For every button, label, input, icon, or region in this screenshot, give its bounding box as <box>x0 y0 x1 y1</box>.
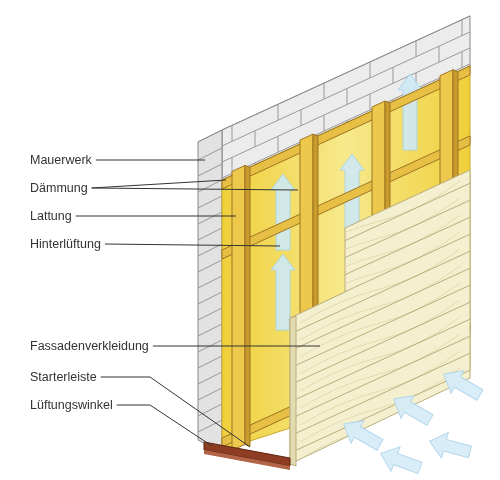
brick-joint <box>198 212 222 224</box>
brick-joint <box>198 404 222 416</box>
wood-grain <box>300 164 460 238</box>
leader-line <box>101 377 250 447</box>
siding-joint <box>290 115 470 198</box>
siding-joint <box>290 81 470 164</box>
brick-joint <box>370 94 371 110</box>
siding-joint <box>290 268 470 351</box>
batten-side <box>245 165 250 446</box>
wood-grain <box>300 147 460 221</box>
siding-joint <box>290 285 470 368</box>
brick-joint <box>198 244 222 256</box>
brick-joint <box>198 260 222 272</box>
siding-joint <box>290 166 470 249</box>
part-label: Lüftungswinkel <box>30 397 113 413</box>
siding-joint <box>290 251 470 334</box>
siding-joint <box>290 98 470 181</box>
wood-grain <box>300 368 460 442</box>
siding-joint <box>290 336 470 419</box>
brick-joint <box>198 164 222 176</box>
part-label: Dämmung <box>30 180 88 196</box>
brick-joint <box>255 131 256 147</box>
air-arrows <box>337 363 486 480</box>
part-label: Fassadenverkleidung <box>30 338 149 354</box>
brick-joint <box>278 104 279 120</box>
brick-joint <box>485 25 486 41</box>
brick-joint <box>278 136 279 152</box>
brick-joint <box>393 67 394 83</box>
leader-line <box>105 244 280 246</box>
brick-side <box>198 130 222 452</box>
leader-line <box>117 405 212 446</box>
wood-grain <box>300 79 460 153</box>
brick-joint <box>324 115 325 131</box>
siding-joint <box>290 200 470 283</box>
brick-joint <box>198 276 222 288</box>
wood-grain <box>300 351 460 425</box>
siding-joint <box>290 47 470 130</box>
siding-joint <box>290 387 470 470</box>
wood-grain <box>300 198 460 272</box>
brick-side-joints <box>198 148 222 432</box>
part-label: Lattung <box>30 208 72 224</box>
wood-grain <box>300 300 460 374</box>
siding-joint <box>290 217 470 300</box>
brick-joint <box>198 292 222 304</box>
brick-joint <box>198 308 222 320</box>
part-label: Hinterlüftung <box>30 236 101 252</box>
leader-line <box>92 188 298 190</box>
siding-joint <box>290 64 470 147</box>
brick-joint <box>324 83 325 99</box>
brick-joint <box>198 148 222 160</box>
siding-joint <box>290 149 470 232</box>
leader-line <box>96 160 205 161</box>
siding-joint <box>290 353 470 436</box>
brick-joint <box>301 110 302 126</box>
wood-grain <box>300 62 460 136</box>
cladding-edge <box>290 316 296 466</box>
brick-joint <box>416 41 417 57</box>
brick-joint <box>462 20 463 36</box>
siding-joint <box>290 234 470 317</box>
brick-joint <box>485 57 486 73</box>
brick-joint <box>198 228 222 240</box>
leader-line <box>92 180 226 188</box>
wood-grain <box>300 215 460 289</box>
brick-joint <box>347 89 348 105</box>
siding-joint <box>290 319 470 402</box>
wood-grain <box>300 249 460 323</box>
wood-grain <box>300 317 460 391</box>
wood-grain <box>300 232 460 306</box>
leader-line <box>153 346 320 347</box>
siding-joint <box>290 132 470 215</box>
ventilation-angle <box>204 450 290 470</box>
part-label: Starterleiste <box>30 369 97 385</box>
siding-joint <box>290 302 470 385</box>
wood-grain <box>300 96 460 170</box>
leader-line <box>76 216 236 217</box>
wood-grain <box>300 130 460 204</box>
brick-joint <box>232 125 233 141</box>
brick-joint <box>198 356 222 368</box>
part-label: Mauerwerk <box>30 152 92 168</box>
wood-grain <box>300 283 460 357</box>
facade-cladding <box>290 170 470 464</box>
brick-joint <box>198 372 222 384</box>
brick-joint <box>198 196 222 208</box>
brick-joint <box>198 324 222 336</box>
brick-joint <box>370 62 371 78</box>
wood-grain <box>300 334 460 408</box>
vertical-batten <box>232 165 245 450</box>
wood-grain <box>300 113 460 187</box>
wood-grain <box>300 181 460 255</box>
brick-joint <box>439 46 440 62</box>
wood-grain <box>300 266 460 340</box>
brick-joint <box>462 52 463 68</box>
horizontal-batten <box>222 66 470 189</box>
brick-joint <box>198 388 222 400</box>
brick-joint <box>198 420 222 432</box>
cladding-lines <box>290 47 470 480</box>
siding-joint <box>290 183 470 266</box>
